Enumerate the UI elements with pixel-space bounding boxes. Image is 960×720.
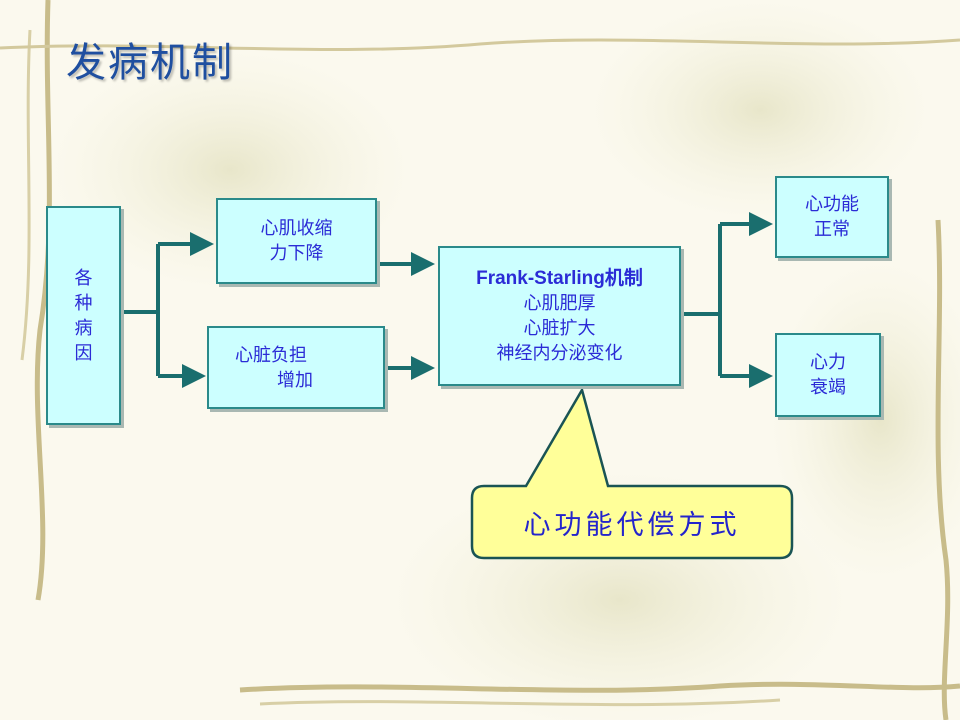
cause-char: 因: [74, 342, 93, 364]
normal-function-box: 心功能 正常: [775, 176, 889, 258]
cause-char: 病: [74, 317, 93, 339]
mechanism-heading: Frank-Starling机制: [476, 268, 643, 289]
mechanism-line: 心肌肥厚: [523, 293, 596, 314]
vine-right: [935, 219, 951, 720]
vine-left-accent: [20, 29, 32, 361]
heart-failure-box: 心力 衰竭: [775, 333, 881, 417]
load-box: 心脏负担 增加: [207, 326, 385, 409]
cause-box: 各 种 病 因: [46, 206, 121, 425]
cause-char: 各: [74, 267, 93, 289]
load-line: 增加: [277, 369, 313, 391]
vine-top: [0, 38, 960, 52]
contractility-line: 心肌收缩: [260, 218, 333, 239]
vine-left: [34, 0, 52, 601]
cause-char: 种: [74, 292, 93, 314]
mechanism-line: 心脏扩大: [523, 318, 596, 339]
mechanism-box: Frank-Starling机制 心肌肥厚 心脏扩大 神经内分泌变化: [438, 246, 681, 386]
page-title: 发病机制: [66, 40, 234, 86]
blossom-shape: [590, 0, 930, 220]
failure-line: 衰竭: [810, 377, 846, 398]
vine-bottom: [239, 681, 960, 693]
normal-line: 正常: [814, 219, 850, 240]
contractility-line: 力下降: [269, 243, 324, 264]
failure-line: 心力: [810, 352, 846, 373]
contractility-box: 心肌收缩 力下降: [216, 198, 377, 284]
vine-bottom-accent: [259, 698, 781, 707]
normal-line: 心功能: [805, 194, 859, 215]
load-line: 心脏负担: [235, 344, 307, 366]
callout-bubble: [470, 386, 794, 560]
mechanism-line: 神经内分泌变化: [496, 343, 623, 364]
callout-label: 心功能代偿方式: [523, 509, 741, 541]
